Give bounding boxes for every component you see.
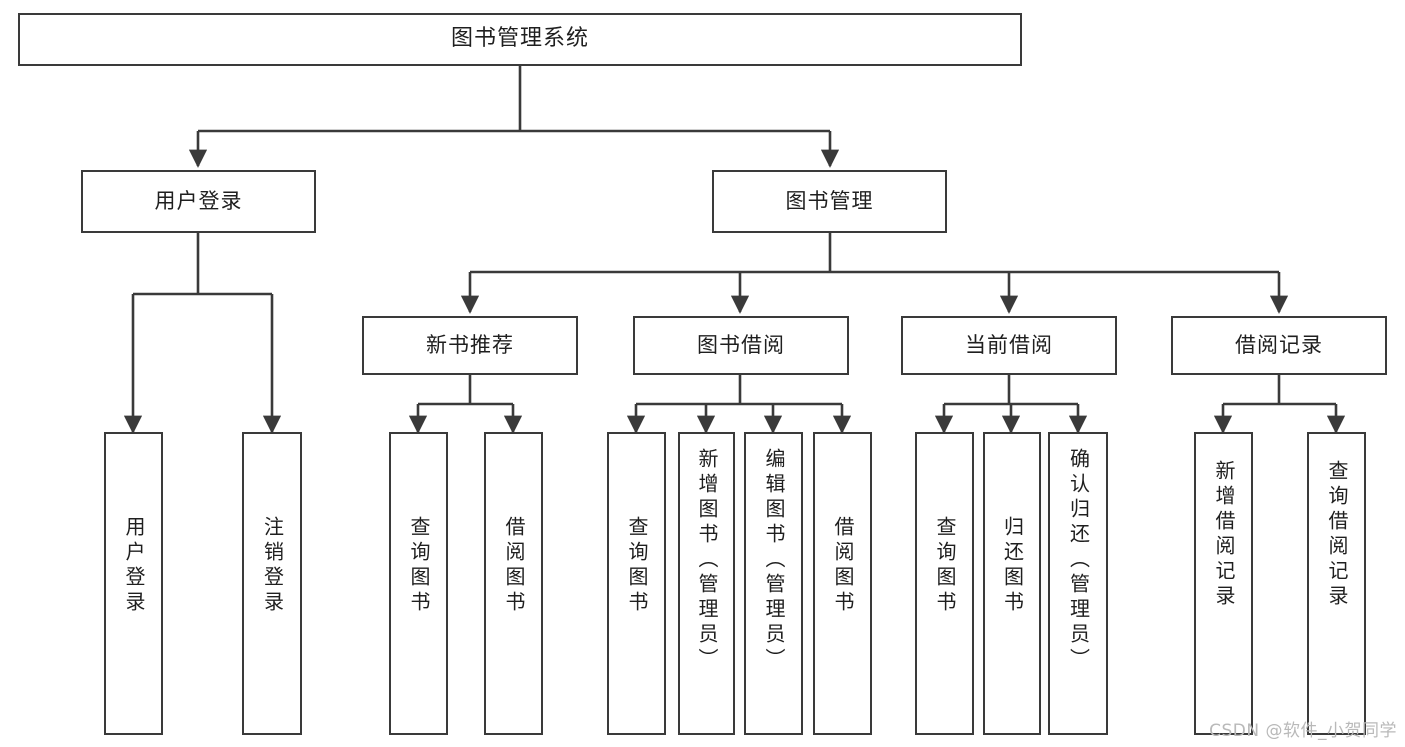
node-leaf-4[interactable]: 借阅图书 — [484, 432, 543, 735]
node-leaf-2[interactable]: 注销登录 — [242, 432, 302, 735]
node-leaf-1-label: 用户登录 — [122, 516, 146, 616]
node-leaf-11[interactable]: 确认归还（管理员） — [1048, 432, 1108, 735]
node-leaf-9-label: 查询图书 — [933, 516, 957, 616]
node-leaf-2-label: 注销登录 — [260, 516, 285, 616]
node-new-book-rec[interactable]: 新书推荐 — [362, 316, 578, 375]
node-leaf-3[interactable]: 查询图书 — [389, 432, 448, 735]
node-book-manage[interactable]: 图书管理 — [712, 170, 947, 233]
node-leaf-6-label: 新增图书（管理员） — [695, 448, 719, 673]
node-leaf-10[interactable]: 归还图书 — [983, 432, 1041, 735]
node-leaf-13-label: 查询借阅记录 — [1325, 460, 1349, 610]
node-leaf-5-label: 查询图书 — [625, 516, 649, 616]
node-leaf-4-label: 借阅图书 — [502, 516, 526, 616]
node-leaf-8[interactable]: 借阅图书 — [813, 432, 872, 735]
node-user-login[interactable]: 用户登录 — [81, 170, 316, 233]
node-leaf-12-label: 新增借阅记录 — [1212, 460, 1236, 610]
csdn-watermark: CSDN @软件_小贺同学 — [1209, 721, 1397, 741]
node-root[interactable]: 图书管理系统 — [18, 13, 1022, 66]
node-leaf-11-label: 确认归还（管理员） — [1066, 448, 1091, 673]
node-leaf-9[interactable]: 查询图书 — [915, 432, 974, 735]
node-leaf-5[interactable]: 查询图书 — [607, 432, 666, 735]
node-current-borrow[interactable]: 当前借阅 — [901, 316, 1117, 375]
node-leaf-12[interactable]: 新增借阅记录 — [1194, 432, 1253, 735]
node-leaf-7[interactable]: 编辑图书（管理员） — [744, 432, 803, 735]
node-leaf-10-label: 归还图书 — [1000, 516, 1025, 616]
node-leaf-6[interactable]: 新增图书（管理员） — [678, 432, 735, 735]
node-borrow-record[interactable]: 借阅记录 — [1171, 316, 1387, 375]
node-leaf-13[interactable]: 查询借阅记录 — [1307, 432, 1366, 735]
node-leaf-1[interactable]: 用户登录 — [104, 432, 163, 735]
node-leaf-7-label: 编辑图书（管理员） — [762, 448, 786, 673]
node-book-borrow[interactable]: 图书借阅 — [633, 316, 849, 375]
node-leaf-3-label: 查询图书 — [407, 516, 431, 616]
node-leaf-8-label: 借阅图书 — [831, 516, 855, 616]
